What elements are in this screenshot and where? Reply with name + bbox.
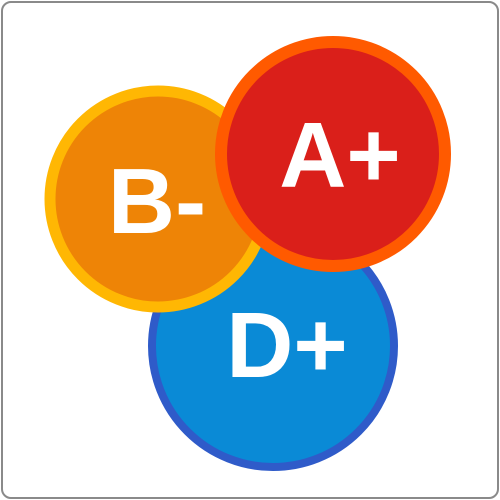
grade-badge-b-minus-label: B- — [108, 149, 206, 253]
grade-badge-a-plus-circle — [215, 36, 451, 272]
grade-badge-d-plus-label: D+ — [226, 293, 347, 397]
grade-badge-a-plus-label: A+ — [279, 103, 400, 207]
grade-badge-a-plus: A+ — [215, 36, 451, 272]
